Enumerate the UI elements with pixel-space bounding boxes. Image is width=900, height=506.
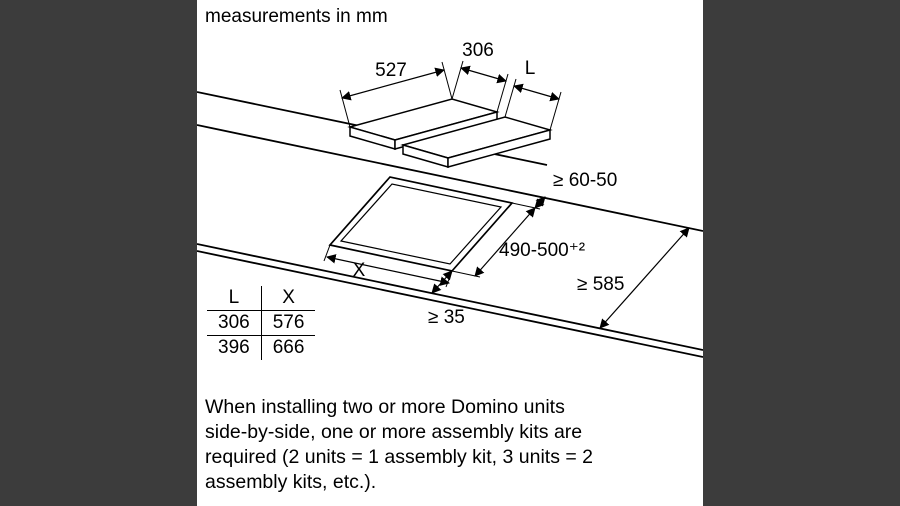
dimension-X-label: X xyxy=(353,260,366,281)
table-cell-L-306: 306 xyxy=(207,310,262,336)
dimension-cutout-depth: 490-500⁺² xyxy=(451,202,585,278)
note-line: required (2 units = 1 assembly kit, 3 un… xyxy=(205,446,594,468)
table-row: 306 576 xyxy=(207,310,316,336)
dimension-front-clearance: ≥ 35 xyxy=(428,270,465,328)
worktop-rear-edge xyxy=(197,124,703,232)
dimension-L-label: L xyxy=(525,58,536,79)
table-cell-L-396: 396 xyxy=(207,335,262,360)
dimension-585-label: ≥ 585 xyxy=(577,274,624,295)
dimension-60-50-label: ≥ 60-50 xyxy=(553,170,617,191)
unit-right-front-face xyxy=(447,129,551,168)
table-header-L: L xyxy=(207,286,262,311)
dimension-527-label: 527 xyxy=(375,60,407,81)
table-row: 396 666 xyxy=(207,335,315,360)
dimension-min-35-label: ≥ 35 xyxy=(428,307,465,328)
installation-diagram: 527 306 L X xyxy=(197,40,703,358)
table-cell-X-576: 576 xyxy=(261,310,316,336)
domino-units-top-view: 527 306 L xyxy=(339,40,562,168)
diagram-canvas: measurements in mm xyxy=(197,0,703,506)
installation-note: When installing two or more Domino units… xyxy=(205,395,685,495)
dimension-306: 306 xyxy=(451,40,509,113)
table-header-row: L X xyxy=(207,286,316,311)
cutout-opening xyxy=(328,176,514,272)
left-letterbox xyxy=(0,0,197,506)
dimension-table: L X 306 576 396 666 xyxy=(207,286,316,360)
dimension-rear-clearance: ≥ 60-50 xyxy=(520,170,617,209)
note-line: When installing two or more Domino units xyxy=(205,396,565,418)
page-title: measurements in mm xyxy=(205,6,388,27)
right-letterbox xyxy=(703,0,900,506)
worktop-cutout-view: X ≥ 35 490-500⁺² ≥ 60-50 ≥ 585 xyxy=(323,170,690,329)
table-cell-X-666: 666 xyxy=(272,337,305,358)
table-header-X: X xyxy=(261,286,316,311)
worktop-front-edge-outer xyxy=(197,243,703,351)
note-line: assembly kits, etc.). xyxy=(205,471,377,493)
domino-unit-right xyxy=(400,116,553,168)
dimension-527: 527 xyxy=(339,60,453,128)
dimension-490-500-label: 490-500⁺² xyxy=(499,240,585,261)
dimension-306-label: 306 xyxy=(462,40,494,61)
dimension-worktop-depth: ≥ 585 xyxy=(577,227,690,329)
note-line: side-by-side, one or more assembly kits … xyxy=(205,421,583,443)
worktop-front-edge-inner xyxy=(197,250,703,358)
dimension-L: L xyxy=(504,58,562,131)
